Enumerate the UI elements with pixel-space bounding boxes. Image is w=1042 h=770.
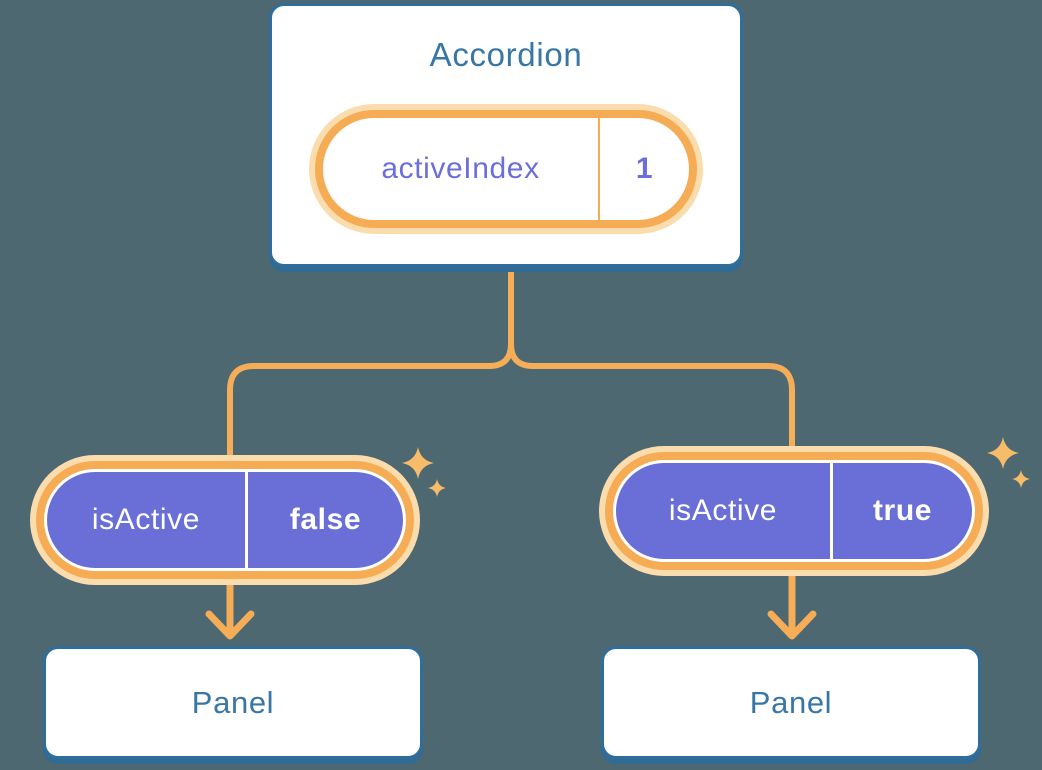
- state-value: 1: [635, 152, 654, 185]
- prop-pill-isactive-false: isActive false: [44, 469, 406, 571]
- prop-name-left: isActive: [91, 503, 201, 536]
- sparkle-icon-large-left: [402, 447, 434, 479]
- sparkle-icon-large-right: [987, 437, 1019, 469]
- connector-branch-right: [508, 268, 795, 449]
- arrow-right-head-icon: [767, 610, 817, 640]
- panel-title-left: Panel: [191, 684, 275, 720]
- prop-name-right: isActive: [668, 494, 778, 527]
- arrow-left-head-icon: [205, 610, 255, 640]
- panel-card-right: Panel: [601, 646, 981, 759]
- prop-pill-left-divider: [245, 472, 248, 568]
- prop-pill-isactive-true: isActive true: [613, 460, 975, 562]
- accordion-title: Accordion: [429, 36, 583, 73]
- state-name: activeIndex: [381, 152, 540, 185]
- prop-pill-right-divider: [830, 463, 833, 559]
- sparkle-icon-small-left: [428, 479, 446, 497]
- prop-value-left: false: [289, 503, 362, 536]
- panel-card-left: Panel: [43, 646, 423, 759]
- sparkle-icon-small-right: [1012, 470, 1030, 488]
- state-pill-divider: [598, 118, 600, 220]
- connector-branch-left: [227, 268, 514, 457]
- panel-title-right: Panel: [749, 684, 833, 720]
- prop-value-right: true: [872, 494, 933, 527]
- state-pill-activeindex: activeIndex 1: [315, 110, 697, 228]
